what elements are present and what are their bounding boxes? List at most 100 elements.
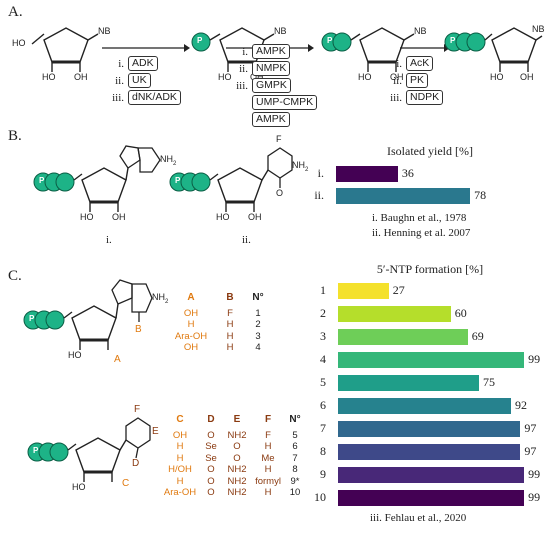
- table-cell: Se: [205, 452, 217, 464]
- oh-label: OH: [390, 72, 404, 82]
- table-cell: 10: [289, 487, 301, 498]
- table-header: F: [264, 414, 272, 425]
- monophosphate-molecule: P NB HO OH: [186, 18, 296, 82]
- oh-label: HO: [218, 72, 232, 82]
- bar: [338, 283, 389, 299]
- triphosphate-molecule: P NB HO OH: [444, 10, 550, 82]
- bar: [338, 421, 521, 437]
- table-cell: Ara-OH: [174, 330, 208, 342]
- table-cell: H: [264, 441, 272, 452]
- table-cell: H: [264, 464, 272, 475]
- table-cell: H: [226, 330, 234, 342]
- nb-label: NB: [274, 26, 287, 36]
- table-cell: OH: [183, 307, 199, 319]
- substituent-d-label: D: [132, 458, 140, 469]
- enzyme-box: PK: [406, 73, 429, 88]
- table-cell: O: [207, 487, 215, 498]
- substituent-a-label: A: [114, 354, 121, 365]
- oh-label: HO: [68, 350, 82, 360]
- table-cell: 2: [255, 319, 261, 330]
- table-cell: 5: [292, 429, 298, 441]
- step-1-enzymes: i.ADK ii.UK iii.dNK/ADK: [104, 56, 181, 105]
- bar: [338, 306, 451, 322]
- phosphate-label: P: [197, 36, 203, 45]
- bar-value-label: 78: [474, 188, 487, 202]
- table-cell: NH2: [227, 429, 247, 441]
- bar-value-label: 99: [528, 490, 541, 504]
- step-3-enzymes: i.AcK ii.PK iii.NDPK: [382, 56, 444, 105]
- table-header: A: [187, 292, 195, 303]
- table-header: E: [233, 414, 241, 425]
- table-cell: O: [207, 475, 215, 487]
- oh-label: OH: [112, 212, 126, 222]
- bar-category-label: 1: [320, 283, 326, 297]
- substituent-e-label: E: [152, 426, 159, 437]
- bar-category-label: 10: [314, 490, 326, 504]
- reaction-arrow: [102, 44, 190, 52]
- table-cell: H: [176, 441, 184, 452]
- substituent-b-label: B: [135, 324, 142, 335]
- section-label-a: A.: [8, 4, 23, 20]
- phosphate-label: P: [33, 446, 39, 455]
- chart-b: i. 36 ii. 78: [300, 160, 550, 210]
- enzyme-box: NMPK: [252, 61, 291, 76]
- section-label-c: C.: [8, 268, 22, 284]
- oh-label: OH: [248, 212, 262, 222]
- bar-value-label: 97: [524, 444, 537, 458]
- section-label-b: B.: [8, 128, 22, 144]
- bar-category-label: 2: [320, 306, 326, 320]
- bar: [338, 490, 525, 506]
- bar-category-label: 5: [320, 375, 326, 389]
- bar-category-label: 6: [320, 398, 326, 412]
- table-cell: NH2: [227, 464, 247, 475]
- molecule-label: i.: [106, 234, 112, 246]
- oh-label: HO: [216, 212, 230, 222]
- bar-category-label: ii.: [314, 188, 324, 202]
- table-cell: formyl: [255, 475, 281, 487]
- table-cell: 6: [292, 441, 298, 452]
- bar-category-label: i.: [317, 166, 324, 180]
- reaction-arrow: [400, 44, 450, 52]
- table-cell: H: [176, 475, 184, 487]
- substituent-c-label: C: [122, 478, 130, 489]
- table-cell: Ara-OH: [163, 487, 197, 498]
- table-cell: O: [207, 429, 215, 441]
- bar-value-label: 60: [454, 306, 467, 320]
- enzyme-box: ADK: [128, 56, 158, 71]
- table-cell: 3: [255, 330, 261, 342]
- table-cell: OH: [172, 429, 188, 441]
- nb-label: NB: [532, 24, 545, 34]
- bar-value-label: 97: [524, 421, 537, 435]
- enzyme-box: AcK: [406, 56, 434, 71]
- diphosphate-molecule: P NB HO OH: [318, 10, 428, 82]
- bar-category-label: 9: [320, 467, 326, 481]
- oh-label: HO: [358, 72, 372, 82]
- phosphate-label: P: [39, 176, 45, 185]
- phosphate-label: P: [327, 36, 333, 45]
- table-cell: OH: [183, 342, 199, 353]
- table-cell: F: [265, 429, 271, 441]
- phosphate-label: P: [450, 36, 456, 45]
- bar-value-label: 99: [528, 467, 541, 481]
- table-cell: 8: [292, 464, 298, 475]
- phosphate-label: P: [29, 314, 35, 323]
- adenosine-analog-molecule: P NH2 A B HO: [22, 278, 168, 368]
- table-cell: H/OH: [168, 464, 192, 475]
- amine-label: NH2: [292, 160, 309, 173]
- bar-value-label: 99: [528, 352, 541, 366]
- table-cell: H: [187, 319, 195, 330]
- oh-label: OH: [520, 72, 534, 82]
- table-cell: H: [226, 342, 234, 353]
- substituent-f-label: F: [134, 404, 141, 415]
- enzyme-box: NDPK: [406, 90, 444, 105]
- atp-molecule: P NH2 HO OH i.: [32, 145, 176, 246]
- oh-label: HO: [80, 212, 94, 222]
- oh-label: OH: [74, 72, 88, 82]
- bar: [338, 352, 525, 368]
- reference: iii. Fehlau et al., 2020: [370, 512, 467, 524]
- table-cell: O: [233, 452, 241, 464]
- bar: [336, 166, 398, 182]
- bar-value-label: 36: [401, 166, 414, 180]
- table-cell: O: [233, 441, 241, 452]
